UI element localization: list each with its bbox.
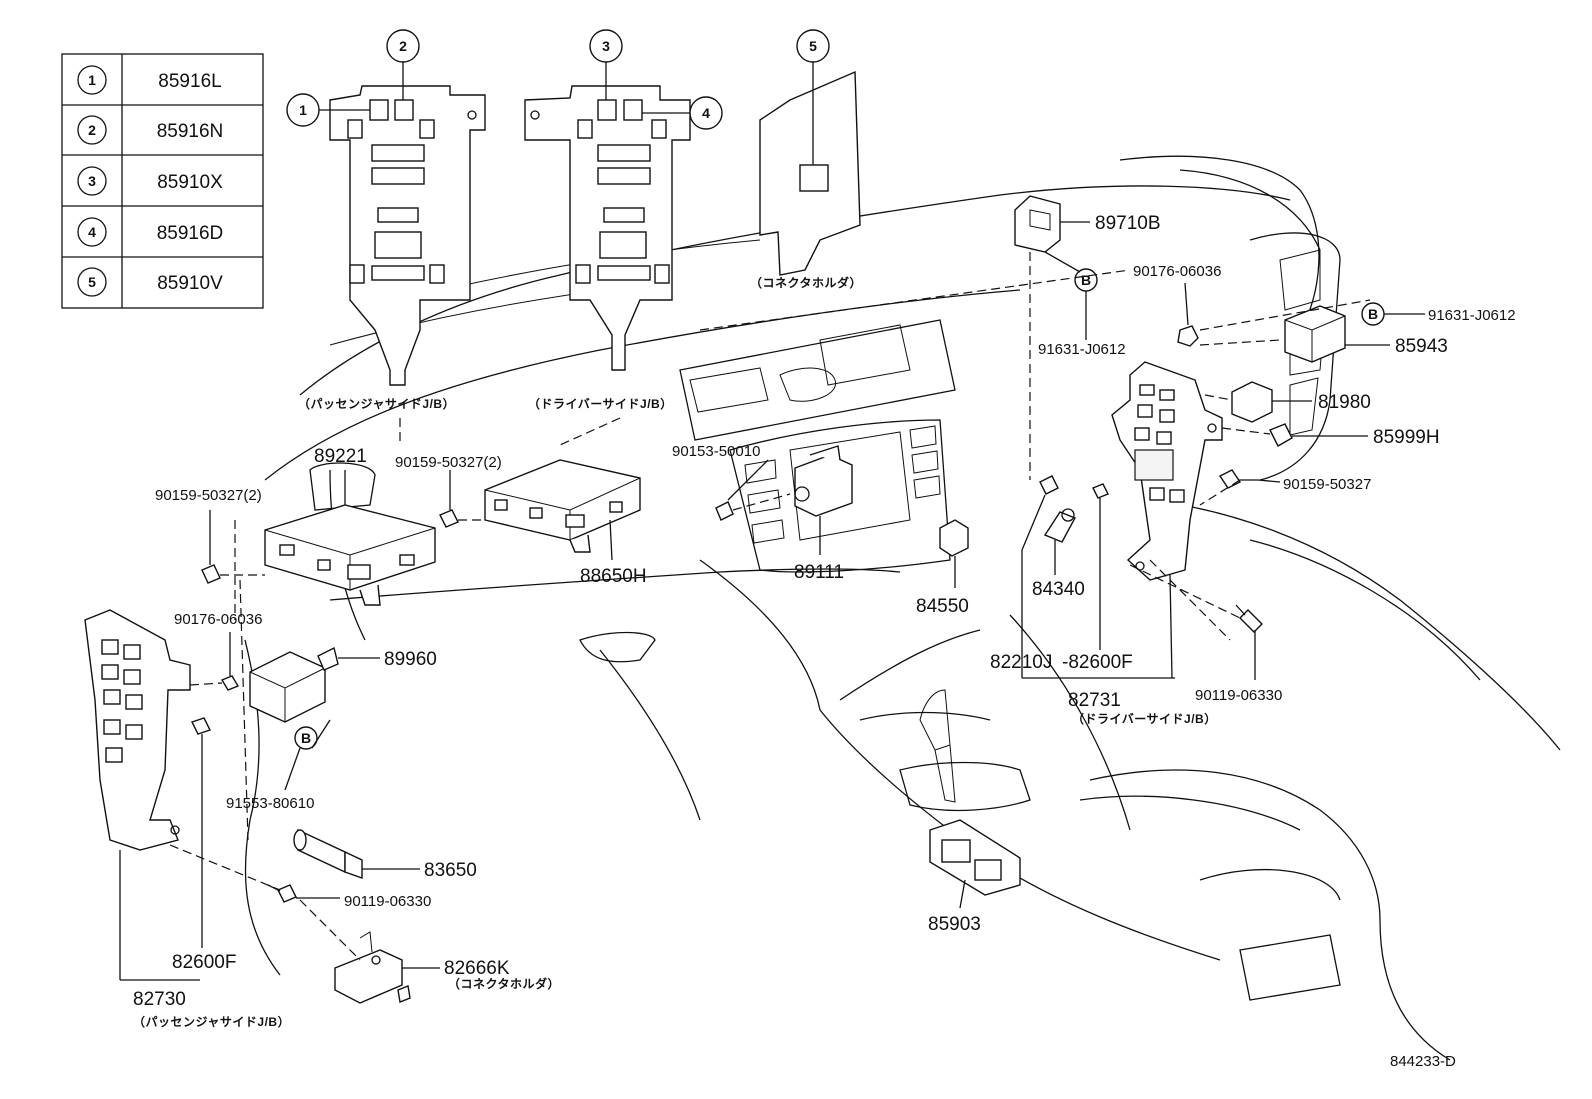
screw-90153-50010 (715, 459, 791, 521)
label-88650H: 88650H (580, 566, 647, 587)
legend-row: 5 85910V (77, 267, 223, 297)
relay-89710B (1014, 195, 1090, 253)
driver-jb-assembly (1111, 361, 1223, 679)
legend-index: 5 (88, 274, 96, 290)
legend-index: 4 (88, 224, 96, 240)
note-passenger-jb-2: （パッセンジャサイドJ/B） (133, 1014, 290, 1029)
label-89221: 89221 (314, 446, 367, 467)
callout-letter: B (301, 730, 311, 746)
callout-number: 5 (809, 38, 817, 54)
label-85999H: 85999H (1373, 427, 1440, 448)
legend-part-number: 85910X (157, 172, 223, 193)
legend-index: 2 (88, 122, 96, 138)
callout-b-right: B (1361, 302, 1425, 326)
legend-index: 3 (88, 173, 96, 189)
part-84550 (939, 519, 969, 588)
callout-1: 1 (286, 93, 370, 127)
label-90119-06330-right: 90119-06330 (1195, 687, 1282, 704)
callout-letter: B (1368, 306, 1378, 322)
note-driver-jb: （ドライバーサイドJ/B） (528, 396, 673, 411)
relay-89960 (249, 646, 380, 723)
label-82666K: 82666K (444, 958, 510, 979)
label-85903: 85903 (928, 914, 981, 935)
label-90176-06036-top: 90176-06036 (1133, 263, 1221, 280)
label-90159-50327-right: 90159-50327 (1283, 476, 1371, 493)
note-connector-holder-2: （コネクタホルダ） (448, 976, 560, 991)
label-90159-50327-2-center: 90159-50327(2) (395, 454, 502, 471)
label-82600F-left: 82600F (172, 952, 236, 973)
label-90176-06036-left: 90176-06036 (174, 611, 262, 628)
passenger-jb-left-assembly (84, 609, 200, 981)
part-82600F-right (1092, 483, 1109, 650)
label-84550: 84550 (916, 596, 969, 617)
callout-letter: B (1081, 272, 1091, 288)
legend-part-number: 85910V (157, 273, 223, 294)
label-83650: 83650 (424, 860, 477, 881)
connector-holder-drawing (759, 70, 861, 276)
legend-table: 1 85916L 2 85916N 3 85910X 4 85916D 5 85… (61, 53, 264, 309)
label-81980: 81980 (1318, 392, 1371, 413)
nut-90176-06036-left (189, 632, 240, 691)
label-91631-J0612-center: 91631-J0612 (1038, 341, 1126, 358)
label-84340: 84340 (1032, 579, 1085, 600)
label-89111: 89111 (794, 562, 844, 583)
label-82600F-right: -82600F (1062, 652, 1133, 673)
part-82600F-left (191, 717, 211, 948)
label-91553-80610: 91553-80610 (226, 795, 314, 812)
diagram-id: 844233-D (1390, 1053, 1456, 1070)
part-85999H (1269, 423, 1368, 447)
part-89111 (794, 445, 853, 555)
note-connector-holder: （コネクタホルダ） (750, 275, 862, 290)
callout-2: 2 (386, 29, 420, 100)
label-90119-06330-left: 90119-06330 (344, 893, 431, 910)
label-90153-50010: 90153-50010 (672, 443, 760, 460)
legend-row: 3 85910X (77, 166, 223, 196)
callout-b-center: B (1044, 251, 1098, 340)
connector-holder-82666K (334, 931, 440, 1004)
label-82731: 82731 (1068, 690, 1121, 711)
callout-5: 5 (796, 29, 830, 165)
bolt-90119-06330-left (267, 884, 340, 903)
callout-b-left: B (284, 719, 331, 791)
legend-part-number: 85916L (158, 71, 221, 92)
passenger-jb-drawing (329, 85, 486, 386)
legend-part-number: 85916N (157, 121, 224, 142)
label-85943: 85943 (1395, 336, 1448, 357)
legend-row: 1 85916L (77, 65, 222, 95)
screw-90159-50327-2-left (201, 510, 265, 584)
part-85903 (929, 819, 1021, 909)
callout-3: 3 (589, 29, 623, 100)
ecu-88650H (484, 459, 641, 561)
label-82210J: 82210J (990, 652, 1052, 673)
relay-85943 (1284, 305, 1390, 363)
callout-4: 4 (642, 96, 723, 130)
nut-90176-06036-top (1177, 282, 1199, 347)
part-84340 (1043, 508, 1076, 575)
legend-row: 4 85916D (77, 217, 224, 247)
screw-90159-50327-2-center (439, 470, 485, 528)
bolt-90119-06330-right (1235, 604, 1263, 680)
label-89710B: 89710B (1095, 213, 1161, 234)
callout-number: 2 (399, 38, 407, 54)
part-82210J (1021, 475, 1059, 678)
legend-index: 1 (88, 72, 96, 88)
bolt-90159-50327-right (1218, 469, 1281, 489)
note-passenger-jb: （パッセンジャサイドJ/B） (298, 396, 455, 411)
note-driver-jb-2: （ドライバーサイドJ/B） (1072, 711, 1217, 726)
label-89960: 89960 (384, 649, 437, 670)
callout-number: 1 (299, 102, 307, 118)
assembly-dashed-lines (169, 252, 1371, 961)
label-90159-50327-2-left: 90159-50327(2) (155, 487, 262, 504)
legend-row: 2 85916N (77, 115, 224, 145)
legend-part-number: 85916D (157, 223, 224, 244)
label-91631-J0612-right: 91631-J0612 (1428, 307, 1516, 324)
callout-number: 4 (702, 105, 710, 121)
relay-81980 (1231, 381, 1312, 423)
label-82730: 82730 (133, 989, 186, 1010)
driver-jb-drawing (524, 85, 691, 371)
ecu-89221 (264, 470, 436, 606)
callout-number: 3 (602, 38, 610, 54)
bulb-83650 (293, 828, 420, 879)
